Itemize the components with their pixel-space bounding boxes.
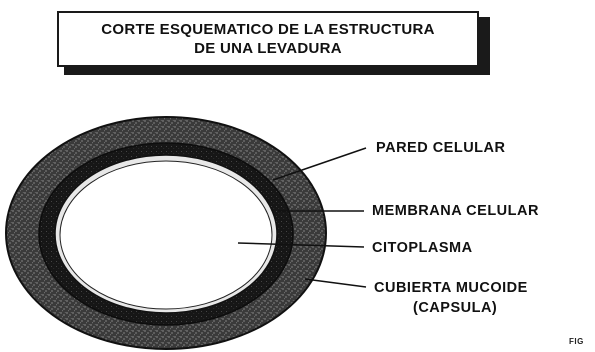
label-capsula: (CAPSULA)	[413, 300, 498, 316]
label-citoplasma: CITOPLASMA	[372, 240, 473, 256]
title-box: CORTE ESQUEMATICO DE LA ESTRUCTURA DE UN…	[57, 11, 479, 67]
leader-citoplasma	[237, 242, 365, 248]
title-line-2: DE UNA LEVADURA	[194, 40, 342, 57]
leader-pared-celular	[272, 147, 367, 181]
label-pared-celular: PARED CELULAR	[376, 140, 506, 156]
figure-reference: FIG	[569, 337, 584, 346]
leader-cubierta-mucoide	[304, 278, 367, 288]
title-line-1: CORTE ESQUEMATICO DE LA ESTRUCTURA	[101, 21, 435, 38]
label-cubierta-mucoide: CUBIERTA MUCOIDE	[374, 280, 528, 296]
cytoplasm-region	[59, 160, 273, 310]
label-membrana-celular: MEMBRANA CELULAR	[372, 203, 539, 219]
